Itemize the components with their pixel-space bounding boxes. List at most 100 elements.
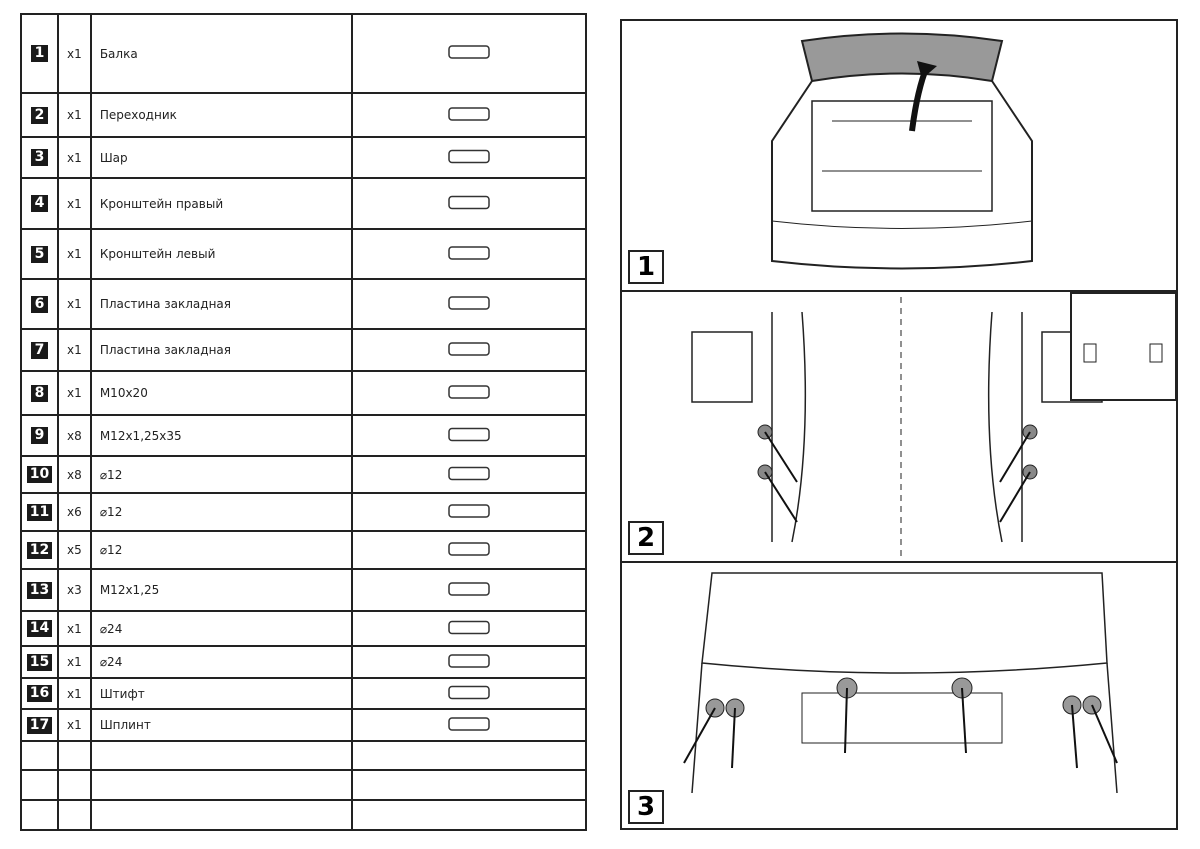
item-number-badge: 13	[26, 581, 53, 599]
item-number-badge: 16	[26, 685, 53, 702]
item-number-cell: 16	[20, 677, 59, 710]
item-number-badge: 3	[30, 149, 48, 166]
quantity-cell	[56, 769, 92, 801]
part-image-cell	[350, 645, 588, 679]
parts-row	[20, 740, 588, 771]
bumper-clips-removal-illustration	[683, 572, 1118, 794]
item-number-cell: 1	[20, 13, 59, 94]
description-cell: ⌀24	[89, 645, 353, 679]
part-drawing-icon	[448, 716, 490, 731]
part-image-cell	[350, 13, 588, 94]
part-image-cell	[350, 177, 588, 230]
description-cell: M12x1,25	[89, 568, 353, 612]
part-drawing-icon	[448, 149, 490, 163]
part-drawing-icon	[448, 341, 490, 356]
part-image-cell	[350, 370, 588, 416]
item-number-cell: 4	[20, 177, 59, 230]
part-image-cell	[350, 328, 588, 372]
quantity-cell: x1	[56, 92, 92, 138]
part-drawing-icon	[448, 541, 490, 556]
description-cell: Штифт	[89, 677, 353, 710]
description-cell	[89, 740, 353, 771]
part-drawing-icon	[448, 106, 490, 121]
quantity-cell: x1	[56, 370, 92, 416]
quantity-cell: x1	[56, 610, 92, 647]
quantity-cell	[56, 799, 92, 831]
description-cell: Шплинт	[89, 708, 353, 742]
part-drawing-icon	[448, 581, 490, 596]
quantity-cell: x1	[56, 708, 92, 742]
part-image-cell	[350, 492, 588, 532]
quantity-cell: x8	[56, 455, 92, 494]
parts-row	[20, 799, 588, 831]
item-number-badge: 9	[30, 427, 48, 444]
quantity-cell: x1	[56, 278, 92, 330]
item-number-cell: 17	[20, 708, 59, 742]
item-number-cell: 10	[20, 455, 59, 494]
item-number-cell: 7	[20, 328, 59, 372]
quantity-cell: x3	[56, 568, 92, 612]
description-cell: Переходник	[89, 92, 353, 138]
quantity-cell: x5	[56, 530, 92, 570]
part-image-cell	[350, 740, 588, 771]
parts-row	[20, 769, 588, 801]
item-number-cell: 2	[20, 92, 59, 138]
step-number: 1	[628, 250, 664, 284]
part-image-cell	[350, 708, 588, 742]
part-image-cell	[350, 414, 588, 457]
installation-steps: 1 2 3	[620, 19, 1178, 830]
quantity-cell: x1	[56, 228, 92, 280]
quantity-cell: x1	[56, 177, 92, 230]
item-number-badge: 17	[26, 716, 53, 734]
item-number-badge: 10	[26, 466, 53, 483]
quantity-cell: x1	[56, 136, 92, 179]
step-number: 2	[628, 521, 664, 555]
part-drawing-icon	[448, 503, 490, 518]
item-number-cell	[20, 769, 59, 801]
step-3-panel: 3	[622, 563, 1176, 830]
item-number-badge: 5	[30, 245, 48, 263]
description-cell: Пластина закладная	[89, 328, 353, 372]
item-number-badge: 11	[26, 503, 53, 521]
item-number-badge: 8	[30, 384, 48, 402]
quantity-cell: x1	[56, 13, 92, 94]
car-rear-open-trunk-illustration	[771, 32, 1033, 270]
part-drawing-icon	[448, 427, 490, 441]
step-2-panel: 2	[622, 292, 1176, 563]
item-number-badge: 15	[26, 653, 53, 671]
part-drawing-icon	[448, 466, 490, 480]
part-drawing-icon	[448, 685, 490, 699]
step-number: 3	[628, 790, 664, 824]
part-image-cell	[350, 92, 588, 138]
description-cell: Балка	[89, 13, 353, 94]
item-number-cell: 9	[20, 414, 59, 457]
item-number-cell: 8	[20, 370, 59, 416]
description-cell: ⌀12	[89, 492, 353, 532]
item-number-cell: 13	[20, 568, 59, 612]
item-number-badge: 4	[30, 195, 48, 212]
quantity-cell: x1	[56, 328, 92, 372]
item-number-cell: 6	[20, 278, 59, 330]
item-number-badge: 7	[30, 341, 48, 359]
quantity-cell: x6	[56, 492, 92, 532]
item-number-cell: 3	[20, 136, 59, 179]
item-number-badge: 2	[30, 106, 48, 124]
part-image-cell	[350, 769, 588, 801]
description-cell	[89, 769, 353, 801]
description-cell: M10x20	[89, 370, 353, 416]
part-image-cell	[350, 568, 588, 612]
part-image-cell	[350, 136, 588, 179]
